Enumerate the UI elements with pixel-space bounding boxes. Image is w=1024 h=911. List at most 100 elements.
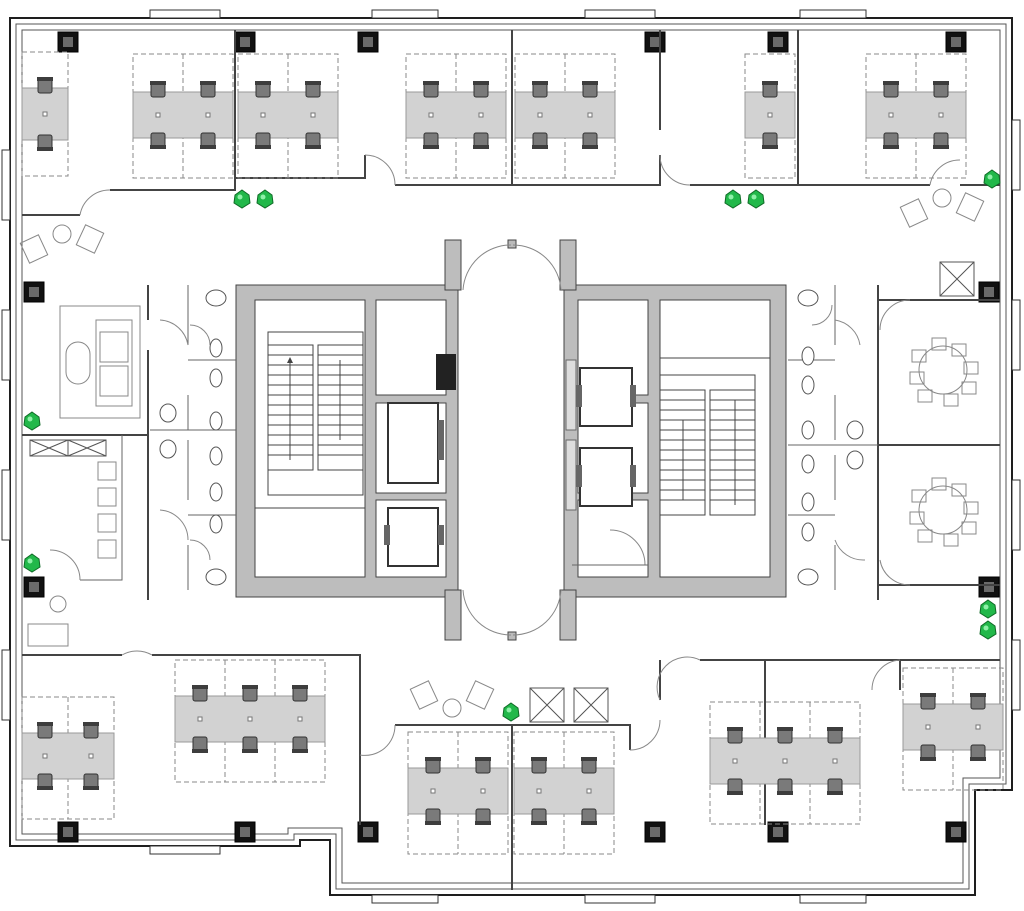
office-chair-icon (83, 722, 99, 739)
office-chair-icon (37, 722, 53, 739)
right-elevators (565, 359, 648, 566)
toilet-icon (801, 346, 815, 366)
desk-workstation-icon (132, 53, 234, 179)
office-chair-icon (581, 757, 597, 774)
toilet-icon (209, 368, 223, 388)
lounge-chair-icon (955, 192, 985, 222)
office-chair-icon (727, 778, 743, 795)
column-icon (978, 576, 1000, 598)
office-chair-icon (473, 132, 489, 149)
desk-workstation-icon (514, 53, 616, 179)
office-chair-icon (827, 727, 843, 744)
lounge-chair-icon (19, 234, 49, 264)
right-stair (659, 357, 770, 516)
plant-icon (502, 702, 520, 722)
column-icon (767, 821, 789, 843)
toilet-icon (801, 454, 815, 474)
office-chair-icon (475, 757, 491, 774)
sink-icon (205, 289, 227, 307)
toilet-icon (209, 446, 223, 466)
sink-icon (159, 439, 177, 459)
desk-workstation-icon (744, 53, 796, 179)
desk-workstation-icon (21, 51, 69, 177)
column-icon (57, 821, 79, 843)
office-chair-icon (970, 693, 986, 710)
office-chair-icon (933, 132, 949, 149)
core-right (559, 239, 787, 641)
toilet-icon (209, 411, 223, 431)
office-chair-icon (292, 685, 308, 702)
office-chair-icon (292, 736, 308, 753)
column-icon (644, 821, 666, 843)
sink-icon (205, 568, 227, 586)
left-stair (255, 331, 365, 509)
column-icon (57, 31, 79, 53)
desk-workstation-icon (513, 731, 615, 855)
round-table-icon (909, 337, 979, 407)
office-chair-icon (423, 81, 439, 98)
toilet-icon (209, 338, 223, 358)
restrooms-left (150, 285, 236, 590)
office-chair-icon (305, 81, 321, 98)
toilet-icon (801, 522, 815, 542)
office-chair-icon (425, 808, 441, 825)
office-chair-icon (727, 727, 743, 744)
plants (23, 169, 1001, 722)
plant-icon (23, 411, 41, 431)
left-elevators (384, 402, 444, 567)
office-chair-icon (242, 736, 258, 753)
office-chair-icon (531, 808, 547, 825)
column-icon (23, 281, 45, 303)
sink-icon (797, 568, 819, 586)
column-icon (978, 281, 1000, 303)
column-icon (767, 31, 789, 53)
office-chair-icon (473, 81, 489, 98)
office-chair-icon (192, 736, 208, 753)
office-chair-icon (582, 81, 598, 98)
plant-icon (983, 169, 1001, 189)
office-chair-icon (920, 693, 936, 710)
office-chair-icon (581, 808, 597, 825)
column-icon (644, 31, 666, 53)
columns (23, 31, 1000, 843)
office-chair-icon (200, 81, 216, 98)
office-chair-icon (532, 132, 548, 149)
office-chair-icon (762, 132, 778, 149)
office-chair-icon (192, 685, 208, 702)
desk-workstation-icon (865, 53, 967, 179)
column-icon (234, 821, 256, 843)
desk-workstation-icon (709, 701, 861, 825)
office-chair-icon (425, 757, 441, 774)
office-chair-icon (37, 77, 53, 94)
office-chair-icon (242, 685, 258, 702)
toilet-icon (801, 375, 815, 395)
office-chair-icon (777, 778, 793, 795)
lobby-doors (462, 239, 562, 641)
desk-workstation-icon (21, 696, 115, 820)
office-chair-icon (883, 81, 899, 98)
plant-icon (747, 189, 765, 209)
office-chair-icon (305, 132, 321, 149)
toilet-icon (801, 492, 815, 512)
plant-icon (979, 620, 997, 640)
office-chair-icon (150, 81, 166, 98)
left-rooms-walls (22, 285, 361, 825)
lounge-chair-icon (75, 224, 105, 254)
plant-icon (256, 189, 274, 209)
sink-icon (846, 450, 864, 470)
toilet-icon (209, 482, 223, 502)
office-chair-icon (475, 808, 491, 825)
office-chair-icon (200, 132, 216, 149)
office-chair-icon (423, 132, 439, 149)
sink-icon (797, 289, 819, 307)
desk-workstation-icon (902, 667, 1004, 791)
toilet-icon (209, 514, 223, 534)
office-chair-icon (37, 134, 53, 151)
plant-icon (724, 189, 742, 209)
window-mullions (1, 9, 1021, 904)
office-chair-icon (37, 773, 53, 790)
round-table-icon (909, 477, 979, 547)
office-chair-icon (920, 744, 936, 761)
